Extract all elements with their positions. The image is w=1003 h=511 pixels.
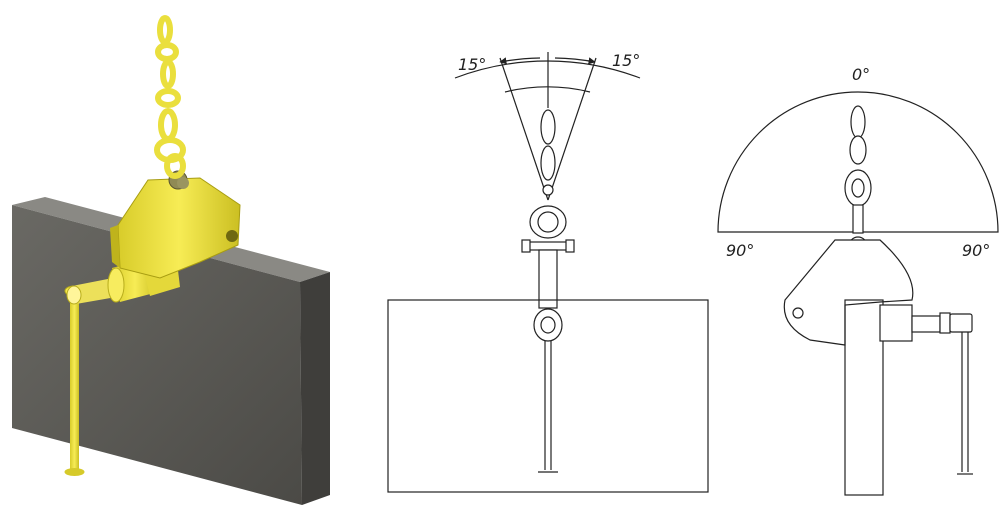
plate-side-face bbox=[300, 272, 330, 505]
plate-front-face bbox=[12, 205, 302, 505]
front-clamp-eye bbox=[533, 308, 563, 473]
angle-top-label: 0° bbox=[852, 65, 870, 84]
lifting-chain bbox=[154, 15, 186, 179]
side-screw-assembly bbox=[879, 304, 973, 475]
angle-left-label: 15° bbox=[458, 55, 486, 74]
side-plate-outline bbox=[844, 299, 884, 496]
shackle-bolt bbox=[177, 177, 189, 189]
clamp-body bbox=[110, 170, 241, 279]
side-chain bbox=[844, 105, 872, 256]
side-view-drawing: 0° 90° 90° bbox=[717, 65, 999, 496]
swing-limit-right bbox=[547, 57, 597, 201]
clamp-3d-render bbox=[12, 15, 330, 505]
rotation-semicircle bbox=[717, 91, 999, 233]
front-shackle bbox=[521, 205, 575, 309]
angle-left-label-side: 90° bbox=[726, 241, 754, 260]
front-view-drawing: 15° 15° bbox=[387, 51, 709, 493]
side-clamp-hole bbox=[792, 307, 804, 319]
swing-dim-arrow-left bbox=[499, 57, 541, 65]
angle-right-label: 15° bbox=[612, 51, 640, 70]
front-plate-outline bbox=[387, 299, 709, 493]
front-chain bbox=[540, 109, 556, 196]
swing-limit-left bbox=[499, 57, 549, 201]
angle-right-label-side: 90° bbox=[962, 241, 990, 260]
side-clamp-body bbox=[783, 239, 914, 346]
